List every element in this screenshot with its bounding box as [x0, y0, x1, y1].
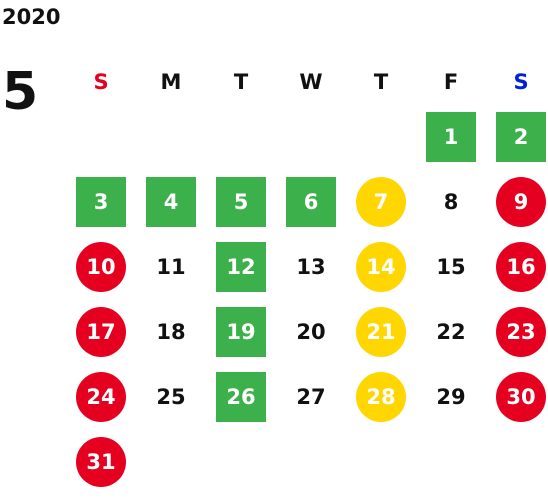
month-number: 5: [2, 62, 39, 122]
day-cell[interactable]: 28: [346, 364, 416, 429]
day-number: 25: [156, 384, 186, 409]
weekday-header: S: [93, 70, 109, 94]
day-cell[interactable]: 15: [416, 234, 486, 299]
day-number: 11: [156, 254, 186, 279]
weekday-header: M: [160, 70, 182, 94]
day-cell[interactable]: 9: [486, 169, 548, 234]
day-number: 10: [76, 241, 126, 292]
day-number: 4: [146, 176, 196, 227]
day-number: 12: [216, 241, 266, 292]
day-cell[interactable]: 23: [486, 299, 548, 364]
year-label: 2020: [2, 5, 61, 29]
day-number: 21: [356, 306, 406, 357]
day-number: 22: [436, 319, 466, 344]
weekday-header: T: [233, 70, 249, 94]
day-cell[interactable]: 2: [486, 104, 548, 169]
day-number: 26: [216, 371, 266, 422]
day-cell[interactable]: 24: [66, 364, 136, 429]
day-cell[interactable]: 8: [416, 169, 486, 234]
day-cell[interactable]: 22: [416, 299, 486, 364]
day-cell[interactable]: 30: [486, 364, 548, 429]
empty-cell: [276, 104, 346, 169]
day-cell[interactable]: 19: [206, 299, 276, 364]
day-cell[interactable]: 27: [276, 364, 346, 429]
day-number: 17: [76, 306, 126, 357]
empty-cell: [346, 104, 416, 169]
day-number: 8: [443, 189, 459, 214]
day-cell[interactable]: 14: [346, 234, 416, 299]
day-number: 30: [496, 371, 546, 422]
empty-cell: [66, 104, 136, 169]
day-number: 29: [436, 384, 466, 409]
day-cell[interactable]: 21: [346, 299, 416, 364]
day-number: 18: [156, 319, 186, 344]
day-number: 5: [216, 176, 266, 227]
day-cell[interactable]: 13: [276, 234, 346, 299]
day-cell[interactable]: 7: [346, 169, 416, 234]
day-number: 14: [356, 241, 406, 292]
day-number: 1: [426, 111, 476, 162]
day-cell[interactable]: 11: [136, 234, 206, 299]
weekday-header: T: [373, 70, 389, 94]
day-cell[interactable]: 17: [66, 299, 136, 364]
day-cell[interactable]: 10: [66, 234, 136, 299]
day-cell[interactable]: 18: [136, 299, 206, 364]
day-cell[interactable]: 4: [136, 169, 206, 234]
day-cell[interactable]: 16: [486, 234, 548, 299]
day-cell[interactable]: 29: [416, 364, 486, 429]
day-number: 13: [296, 254, 326, 279]
day-cell[interactable]: 5: [206, 169, 276, 234]
day-number: 27: [296, 384, 326, 409]
day-cell[interactable]: 31: [66, 429, 136, 494]
day-cell[interactable]: 20: [276, 299, 346, 364]
weekday-header: F: [443, 70, 459, 94]
day-number: 15: [436, 254, 466, 279]
day-number: 6: [286, 176, 336, 227]
day-number: 23: [496, 306, 546, 357]
day-number: 16: [496, 241, 546, 292]
day-number: 31: [76, 436, 126, 487]
day-number: 24: [76, 371, 126, 422]
day-number: 2: [496, 111, 546, 162]
day-cell[interactable]: 25: [136, 364, 206, 429]
day-number: 7: [356, 176, 406, 227]
day-cell[interactable]: 26: [206, 364, 276, 429]
weekday-header: W: [299, 70, 323, 94]
day-cell[interactable]: 3: [66, 169, 136, 234]
day-number: 20: [296, 319, 326, 344]
weekday-header: S: [513, 70, 529, 94]
day-cell[interactable]: 12: [206, 234, 276, 299]
empty-cell: [206, 104, 276, 169]
day-cell[interactable]: 6: [276, 169, 346, 234]
day-cell[interactable]: 1: [416, 104, 486, 169]
day-number: 28: [356, 371, 406, 422]
empty-cell: [136, 104, 206, 169]
day-number: 9: [496, 176, 546, 227]
day-number: 19: [216, 306, 266, 357]
day-number: 3: [76, 176, 126, 227]
